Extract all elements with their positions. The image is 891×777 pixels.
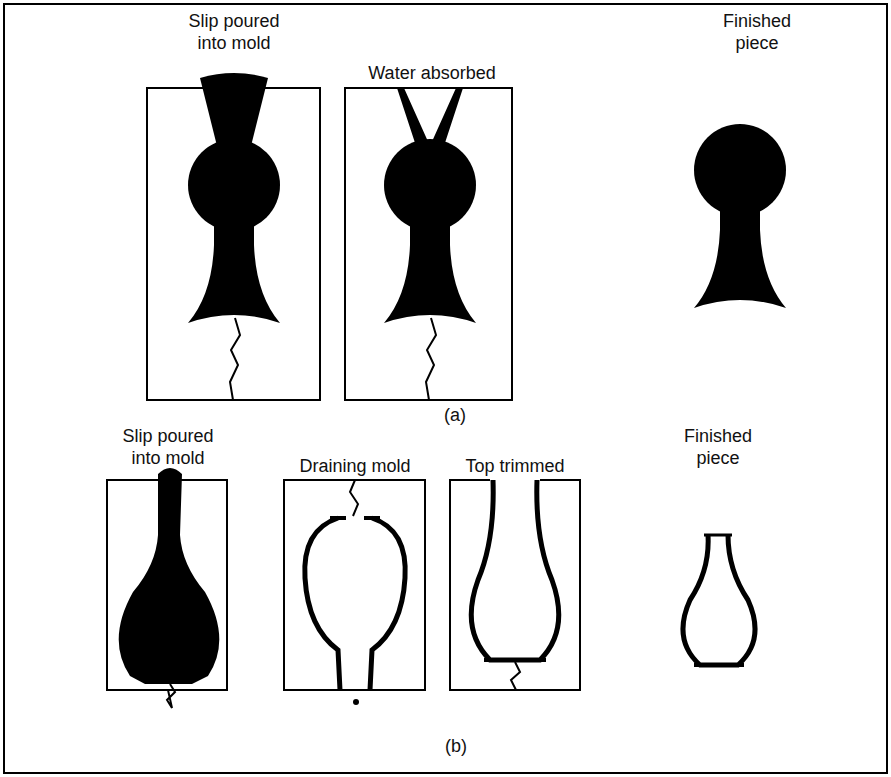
finished-hollow-piece bbox=[683, 535, 755, 665]
step-label: Top trimmed bbox=[435, 455, 595, 477]
figure-label: (a) bbox=[425, 404, 485, 426]
step-label: Water absorbed bbox=[332, 62, 532, 84]
step-label: Finished piece bbox=[712, 10, 802, 54]
mold-solid-cast-absorbed bbox=[345, 88, 512, 400]
frame bbox=[4, 4, 887, 773]
figure-label: (b) bbox=[426, 735, 486, 757]
finished-solid-piece bbox=[694, 124, 786, 308]
mold-draining bbox=[284, 480, 425, 705]
mold-top-trimmed bbox=[450, 480, 580, 690]
step-label: Draining mold bbox=[275, 455, 435, 477]
step-label: Slip poured into mold bbox=[177, 10, 292, 54]
step-label: Finished piece bbox=[673, 425, 763, 469]
step-label: Slip poured into mold bbox=[111, 425, 226, 469]
mold-drain-cast-filled bbox=[107, 468, 227, 708]
mold-solid-cast-filled bbox=[147, 73, 320, 400]
